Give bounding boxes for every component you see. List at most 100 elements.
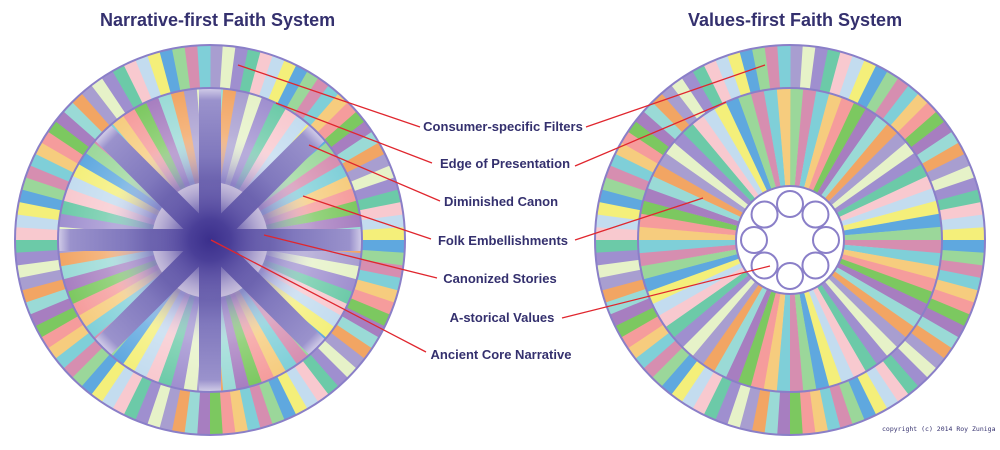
filter-segment bbox=[63, 101, 103, 140]
filter-segment bbox=[171, 46, 191, 91]
filter-segment bbox=[936, 269, 982, 292]
filter-segment bbox=[809, 389, 829, 434]
embellishment-segment bbox=[834, 267, 922, 328]
filter-segment bbox=[621, 131, 664, 164]
leader-line-consumer-filters-right bbox=[585, 64, 766, 128]
filter-segment bbox=[90, 360, 126, 403]
embellishment-segment bbox=[794, 293, 817, 392]
embellishment-segment bbox=[836, 262, 928, 317]
filter-segment bbox=[921, 307, 965, 339]
filter-segment bbox=[596, 259, 641, 279]
values-first-title: Values-first Faith System bbox=[688, 10, 903, 30]
filter-segment bbox=[615, 141, 659, 173]
filter-segment bbox=[72, 93, 111, 133]
filter-segment bbox=[346, 298, 391, 327]
filter-segment bbox=[341, 307, 385, 339]
filter-segment bbox=[941, 240, 985, 254]
values-first-wheel bbox=[594, 44, 986, 436]
filter-segment bbox=[294, 77, 330, 120]
filter-segment bbox=[248, 383, 273, 429]
embellishment-segment bbox=[714, 102, 768, 194]
edge-of-presentation-circle bbox=[637, 87, 943, 393]
embellishment-segment bbox=[652, 262, 744, 316]
filter-segment bbox=[346, 153, 391, 183]
filter-segment bbox=[938, 259, 984, 279]
consumer-filters-ring bbox=[594, 45, 985, 435]
filter-segment bbox=[249, 51, 274, 97]
narrative-first-wheel bbox=[14, 44, 406, 436]
filter-segment bbox=[933, 279, 979, 304]
filter-segment bbox=[35, 141, 79, 173]
filter-segment bbox=[828, 383, 853, 429]
filter-segment bbox=[219, 45, 237, 90]
embellishment-segment bbox=[692, 115, 760, 199]
filter-segment bbox=[123, 59, 153, 104]
filter-segment bbox=[848, 59, 877, 104]
filter-segment bbox=[809, 46, 829, 92]
filter-segment bbox=[620, 315, 664, 349]
value-circle bbox=[776, 262, 804, 290]
filter-segment bbox=[595, 249, 640, 266]
leader-line-canon bbox=[308, 144, 441, 202]
filter-segment bbox=[40, 315, 84, 349]
embellishment-segment bbox=[803, 290, 842, 387]
filter-segment bbox=[865, 366, 899, 410]
embellishment-segment bbox=[638, 226, 737, 240]
embellishment-segment bbox=[638, 244, 737, 267]
embellishment-segment bbox=[673, 274, 752, 348]
filter-segment bbox=[268, 59, 297, 104]
filter-segment bbox=[866, 71, 899, 114]
filter-segment bbox=[15, 249, 60, 266]
filter-segment bbox=[799, 45, 817, 90]
filter-segment bbox=[671, 77, 706, 120]
embellishment-segment bbox=[713, 286, 768, 378]
filter-segment bbox=[239, 386, 261, 432]
filter-segment bbox=[101, 70, 135, 114]
filter-segment bbox=[627, 120, 670, 156]
filter-segment bbox=[921, 142, 966, 174]
filter-segment bbox=[229, 389, 249, 434]
embellishment-segment bbox=[828, 132, 907, 206]
filter-segment bbox=[904, 111, 946, 148]
filter-segment bbox=[15, 239, 59, 253]
filter-segment bbox=[356, 269, 402, 292]
filter-segment bbox=[159, 48, 181, 94]
value-circle bbox=[776, 190, 804, 218]
embellishment-segment bbox=[843, 226, 942, 241]
embellishment-segment bbox=[776, 88, 791, 187]
filter-segment bbox=[101, 366, 134, 409]
embellishment-segment bbox=[817, 108, 878, 196]
leader-line-canonized bbox=[263, 234, 438, 279]
filter-segment bbox=[258, 380, 285, 425]
filter-segment bbox=[777, 45, 791, 89]
filter-segment bbox=[714, 380, 742, 425]
filter-segment bbox=[819, 48, 842, 94]
embellishment-segment bbox=[799, 90, 830, 188]
leader-line-values bbox=[561, 265, 771, 319]
filter-segment bbox=[874, 360, 909, 403]
filter-segment bbox=[361, 240, 405, 254]
embellishment-segment bbox=[790, 88, 804, 187]
filter-segment bbox=[29, 297, 74, 327]
filter-segment bbox=[277, 65, 309, 109]
copyright-notice: copyright (c) 2014 Roy Zuniga bbox=[882, 425, 996, 433]
filter-segment bbox=[940, 249, 985, 267]
filter-segment bbox=[847, 376, 877, 421]
filter-segment bbox=[790, 45, 804, 89]
embellishment-segment bbox=[640, 249, 738, 280]
embellishment-segment bbox=[803, 93, 843, 190]
filter-segment bbox=[16, 201, 62, 221]
embellishment-segment bbox=[812, 102, 867, 194]
filter-segment bbox=[651, 347, 690, 387]
filter-segment bbox=[857, 65, 889, 109]
filter-segment bbox=[336, 316, 379, 349]
filter-segment bbox=[930, 165, 975, 192]
filter-segment bbox=[838, 55, 866, 100]
embellishment-segment bbox=[838, 175, 933, 222]
filter-segment bbox=[21, 278, 67, 303]
filter-segment bbox=[55, 110, 97, 148]
filter-segment bbox=[302, 354, 339, 396]
filter-segment bbox=[930, 288, 975, 316]
filter-segment bbox=[323, 332, 365, 370]
embellishment-segment bbox=[831, 270, 915, 339]
